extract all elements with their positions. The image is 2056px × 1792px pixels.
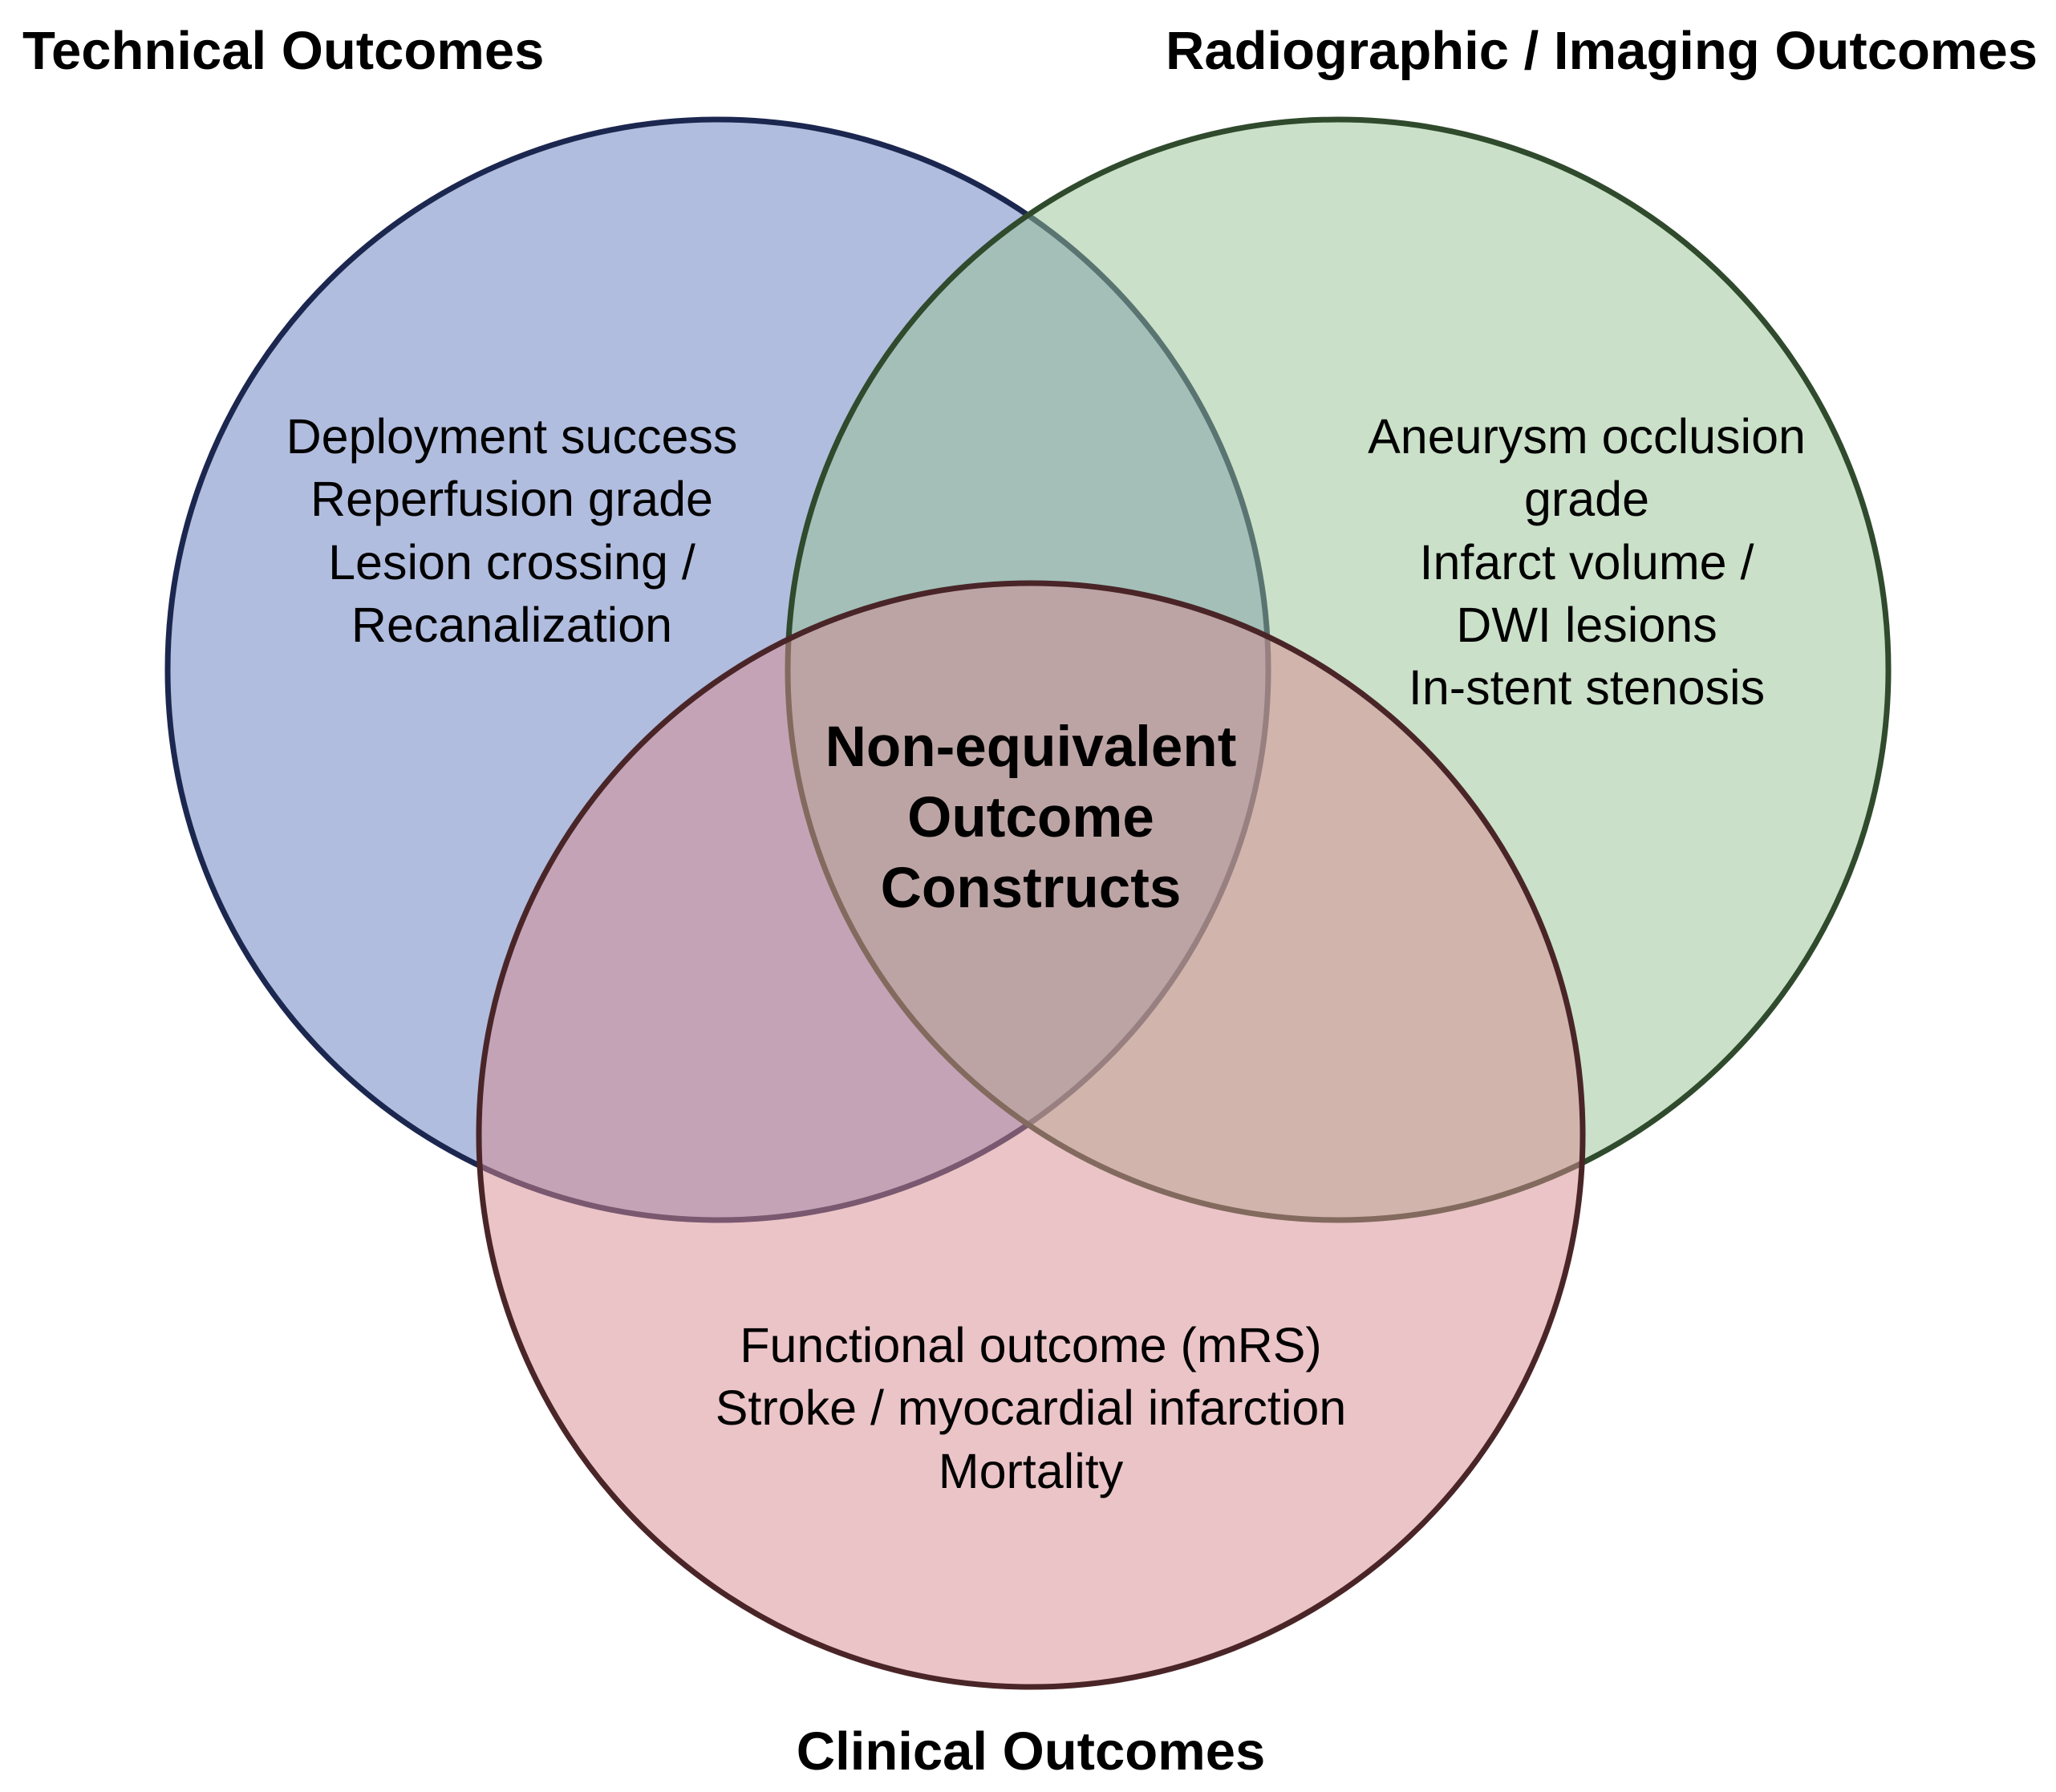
center-label-line: Outcome — [907, 786, 1154, 849]
clinical-outcomes-title: Clinical Outcomes — [797, 1721, 1266, 1782]
clinical-outcomes-circle — [476, 580, 1586, 1690]
technical-outcomes-title: Technical Outcomes — [22, 21, 544, 81]
technical-item: Recanalization — [351, 598, 672, 652]
imaging-outcomes-title: Radiographic / Imaging Outcomes — [1166, 21, 2038, 81]
technical-item: Reperfusion grade — [310, 472, 713, 526]
clinical-item: Stroke / myocardial infarction — [716, 1380, 1347, 1435]
center-label-line: Non-equivalent — [825, 716, 1237, 779]
clinical-item: Mortality — [939, 1444, 1124, 1498]
imaging-item: In-stent stenosis — [1409, 660, 1765, 715]
imaging-item: Infarct volume / — [1420, 535, 1754, 590]
clinical-item: Functional outcome (mRS) — [740, 1318, 1321, 1372]
imaging-item: DWI lesions — [1456, 598, 1717, 652]
center-label-line: Constructs — [881, 857, 1182, 920]
technical-item: Lesion crossing / — [328, 535, 695, 590]
technical-item: Deployment success — [286, 409, 738, 464]
imaging-item: grade — [1524, 472, 1649, 526]
imaging-item: Aneurysm occlusion — [1368, 409, 1806, 464]
